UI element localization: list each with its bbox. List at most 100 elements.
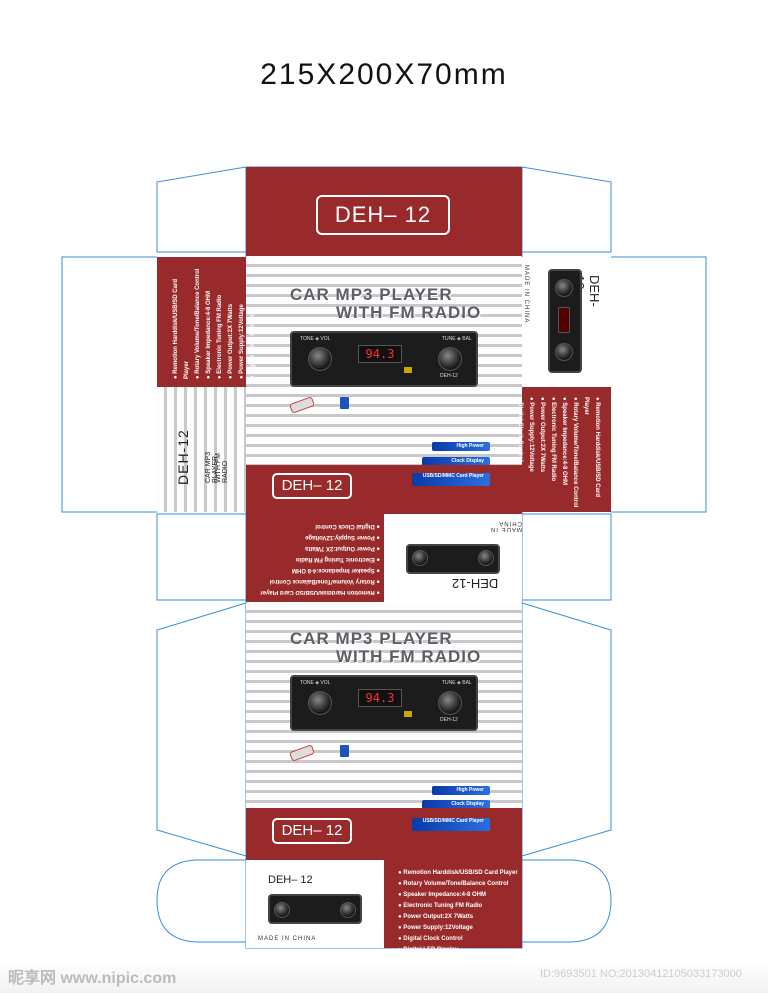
usb-port-icon bbox=[404, 711, 412, 717]
usb-stick-icon bbox=[289, 744, 315, 762]
car-radio-image: TONE ◈ VOL TUNE ◈ BAL 94.3 DEH-12 bbox=[290, 331, 478, 387]
tune-knob-icon bbox=[438, 691, 462, 715]
front-panel-upper: CAR MP3 PLAYER WITH FM RADIO TONE ◈ VOL … bbox=[246, 257, 522, 466]
feature-item: Power Supply:12Voltage bbox=[525, 397, 536, 509]
front-panel-lower-red: DEH– 12 USB/SD/MMC Card Player bbox=[246, 465, 522, 514]
left-side-red: Remotion Harddisk/USB/SD Card Player Rot… bbox=[157, 257, 256, 387]
left-side-headline2: WITH FM RADIO bbox=[215, 453, 229, 483]
feature-item: Power Supply:12Voltage bbox=[237, 264, 248, 379]
knob-icon bbox=[412, 550, 428, 566]
tune-knob-icon bbox=[438, 347, 462, 371]
feature-item: Power Output:2X 7Watts bbox=[398, 912, 520, 923]
knob-icon bbox=[478, 550, 494, 566]
badge-high-power: High Power bbox=[432, 786, 490, 795]
radio-label-right: TUNE ◈ BAL bbox=[442, 336, 472, 342]
feature-item: Power Supply:12Voltage bbox=[398, 923, 520, 934]
feature-item: Speaker Impedance:4-8 OHM bbox=[398, 890, 520, 901]
left-side-features: Remotion Harddisk/USB/SD Card Player Rot… bbox=[171, 264, 259, 379]
feature-item: Rotary Volume/Tone/Balance Control bbox=[569, 397, 580, 509]
badge-clock-display: Clock Display bbox=[422, 800, 490, 809]
inverted-panel-white: MADE IN CHINA DEH-12 bbox=[384, 514, 522, 602]
feature-item: Power Output:2X 7Watts bbox=[226, 264, 237, 379]
badge-high-power: High Power bbox=[432, 442, 490, 451]
knob-icon bbox=[555, 343, 573, 361]
model-label-front: DEH– 12 bbox=[272, 473, 352, 499]
watermark-left: 昵享网 www.nipic.com bbox=[8, 970, 177, 987]
feature-item: Electronic Tuning FM Radio bbox=[547, 397, 558, 509]
feature-item: Power Supply:12Voltage bbox=[260, 531, 380, 542]
display-icon bbox=[558, 307, 570, 333]
sd-card-icon bbox=[340, 745, 349, 757]
feature-item: Electronic Tuning FM Radio bbox=[215, 264, 226, 379]
feature-item: Rotary Volume/Tone/Balance Control bbox=[398, 879, 520, 890]
knob-icon bbox=[274, 902, 290, 918]
feature-item: Remotion Harddisk/USB/SD Card Player bbox=[580, 397, 602, 509]
knob-icon bbox=[555, 279, 573, 297]
feature-item: Power Output:2X 7Watts bbox=[260, 542, 380, 553]
radio-label-right: TUNE ◈ BAL bbox=[442, 680, 472, 686]
right-side-features: Remotion Harddisk/USB/SD Card Player Rot… bbox=[514, 397, 602, 509]
badge-card-player: USB/SD/MMC Card Player bbox=[412, 818, 490, 831]
radio-display: 94.3 bbox=[358, 345, 402, 363]
front-panel-2-lower-red: DEH– 12 USB/SD/MMC Card Player bbox=[246, 808, 522, 860]
usb-stick-icon bbox=[289, 396, 315, 414]
model-label-top: DEH– 12 bbox=[316, 195, 450, 235]
bottom-model: DEH– 12 bbox=[268, 874, 313, 886]
right-side-made-in: MADE IN CHINA bbox=[520, 265, 538, 323]
headline-line2: WITH FM RADIO bbox=[336, 647, 482, 666]
feature-item: Rotary Volume/Tone/Balance Control bbox=[260, 575, 380, 586]
radio-display: 94.3 bbox=[358, 689, 402, 707]
feature-item: Electronic Tuning FM Radio bbox=[260, 553, 380, 564]
radio-label-left: TONE ◈ VOL bbox=[300, 680, 331, 686]
radio-brand: DEH-12 bbox=[440, 373, 458, 379]
feature-item: Digital Clock Control bbox=[514, 397, 525, 509]
feature-item: Power Output:2X 7Watts bbox=[536, 397, 547, 509]
top-lid-panel: DEH– 12 bbox=[246, 167, 522, 256]
inverted-radio-image bbox=[406, 544, 500, 574]
feature-item: Digital Clock Control bbox=[260, 520, 380, 531]
left-side-model: DEH-12 bbox=[175, 429, 191, 485]
feature-item: Speaker Impedance:4-8 OHM bbox=[260, 564, 380, 575]
feature-item: Remotion Harddisk/USB/SD Card Player bbox=[171, 264, 193, 379]
sd-card-icon bbox=[340, 397, 349, 409]
feature-item: Digital Clock Control bbox=[398, 934, 520, 945]
inverted-made-in: MADE IN CHINA bbox=[489, 520, 522, 532]
bottom-features: Remotion Harddisk/USB/SD Card Player Rot… bbox=[398, 868, 520, 956]
inverted-model: DEH-12 bbox=[452, 576, 499, 591]
radio-label-left: TONE ◈ VOL bbox=[300, 336, 331, 342]
bottom-made-in: MADE IN CHINA bbox=[258, 936, 317, 942]
volume-knob-icon bbox=[308, 347, 332, 371]
feature-item: Digital LED Display bbox=[398, 945, 520, 956]
right-side-red: Remotion Harddisk/USB/SD Card Player Rot… bbox=[517, 387, 611, 512]
bottom-panel-red: Remotion Harddisk/USB/SD Card Player Rot… bbox=[384, 860, 522, 953]
feature-item: Remotion Harddisk/USB/SD Card Player bbox=[398, 868, 520, 879]
feature-item: Speaker Impedance:4-8 OHM bbox=[558, 397, 569, 509]
right-side-radio-image bbox=[548, 269, 582, 373]
inverted-features: Remotion Harddisk/USB/SD Card Player Rot… bbox=[260, 520, 380, 597]
watermark-strip: 昵享网 www.nipic.com ID:9693501 NO:20130412… bbox=[0, 958, 768, 993]
watermark-right: ID:9693501 NO:20130412105033173000 bbox=[540, 968, 742, 980]
feature-item: Remotion Harddisk/USB/SD Card Player bbox=[260, 586, 380, 597]
usb-port-icon bbox=[404, 367, 412, 373]
headline-line1: CAR MP3 PLAYER bbox=[290, 285, 453, 304]
badge-clock-display: Clock Display bbox=[422, 457, 490, 466]
front-panel-2-upper: CAR MP3 PLAYER WITH FM RADIO TONE ◈ VOL … bbox=[246, 603, 522, 809]
feature-item: Rotary Volume/Tone/Balance Control bbox=[193, 264, 204, 379]
badge-card-player: USB/SD/MMC Card Player bbox=[412, 473, 490, 486]
headline-line1: CAR MP3 PLAYER bbox=[290, 629, 453, 648]
feature-item: Electronic Tuning FM Radio bbox=[398, 901, 520, 912]
left-side-silver: DEH-12 CAR MP3 PLAYER WITH FM RADIO bbox=[157, 387, 246, 512]
made-in-text: MADE IN CHINA bbox=[523, 265, 529, 324]
feature-item: Speaker Impedance:4-8 OHM bbox=[204, 264, 215, 379]
dimensions-title: 215X200X70mm bbox=[260, 58, 508, 91]
feature-item: Digital Clock Control bbox=[248, 264, 259, 379]
model-label-front-2: DEH– 12 bbox=[272, 818, 352, 844]
radio-brand: DEH-12 bbox=[440, 717, 458, 723]
headline-line2: WITH FM RADIO bbox=[336, 303, 482, 322]
bottom-radio-image bbox=[268, 894, 362, 924]
knob-icon bbox=[340, 902, 356, 918]
right-side-white: MADE IN CHINA DEH-12 bbox=[522, 257, 611, 387]
car-radio-image-2: TONE ◈ VOL TUNE ◈ BAL 94.3 DEH-12 bbox=[290, 675, 478, 731]
volume-knob-icon bbox=[308, 691, 332, 715]
bottom-panel-white: DEH– 12 MADE IN CHINA bbox=[246, 860, 384, 948]
